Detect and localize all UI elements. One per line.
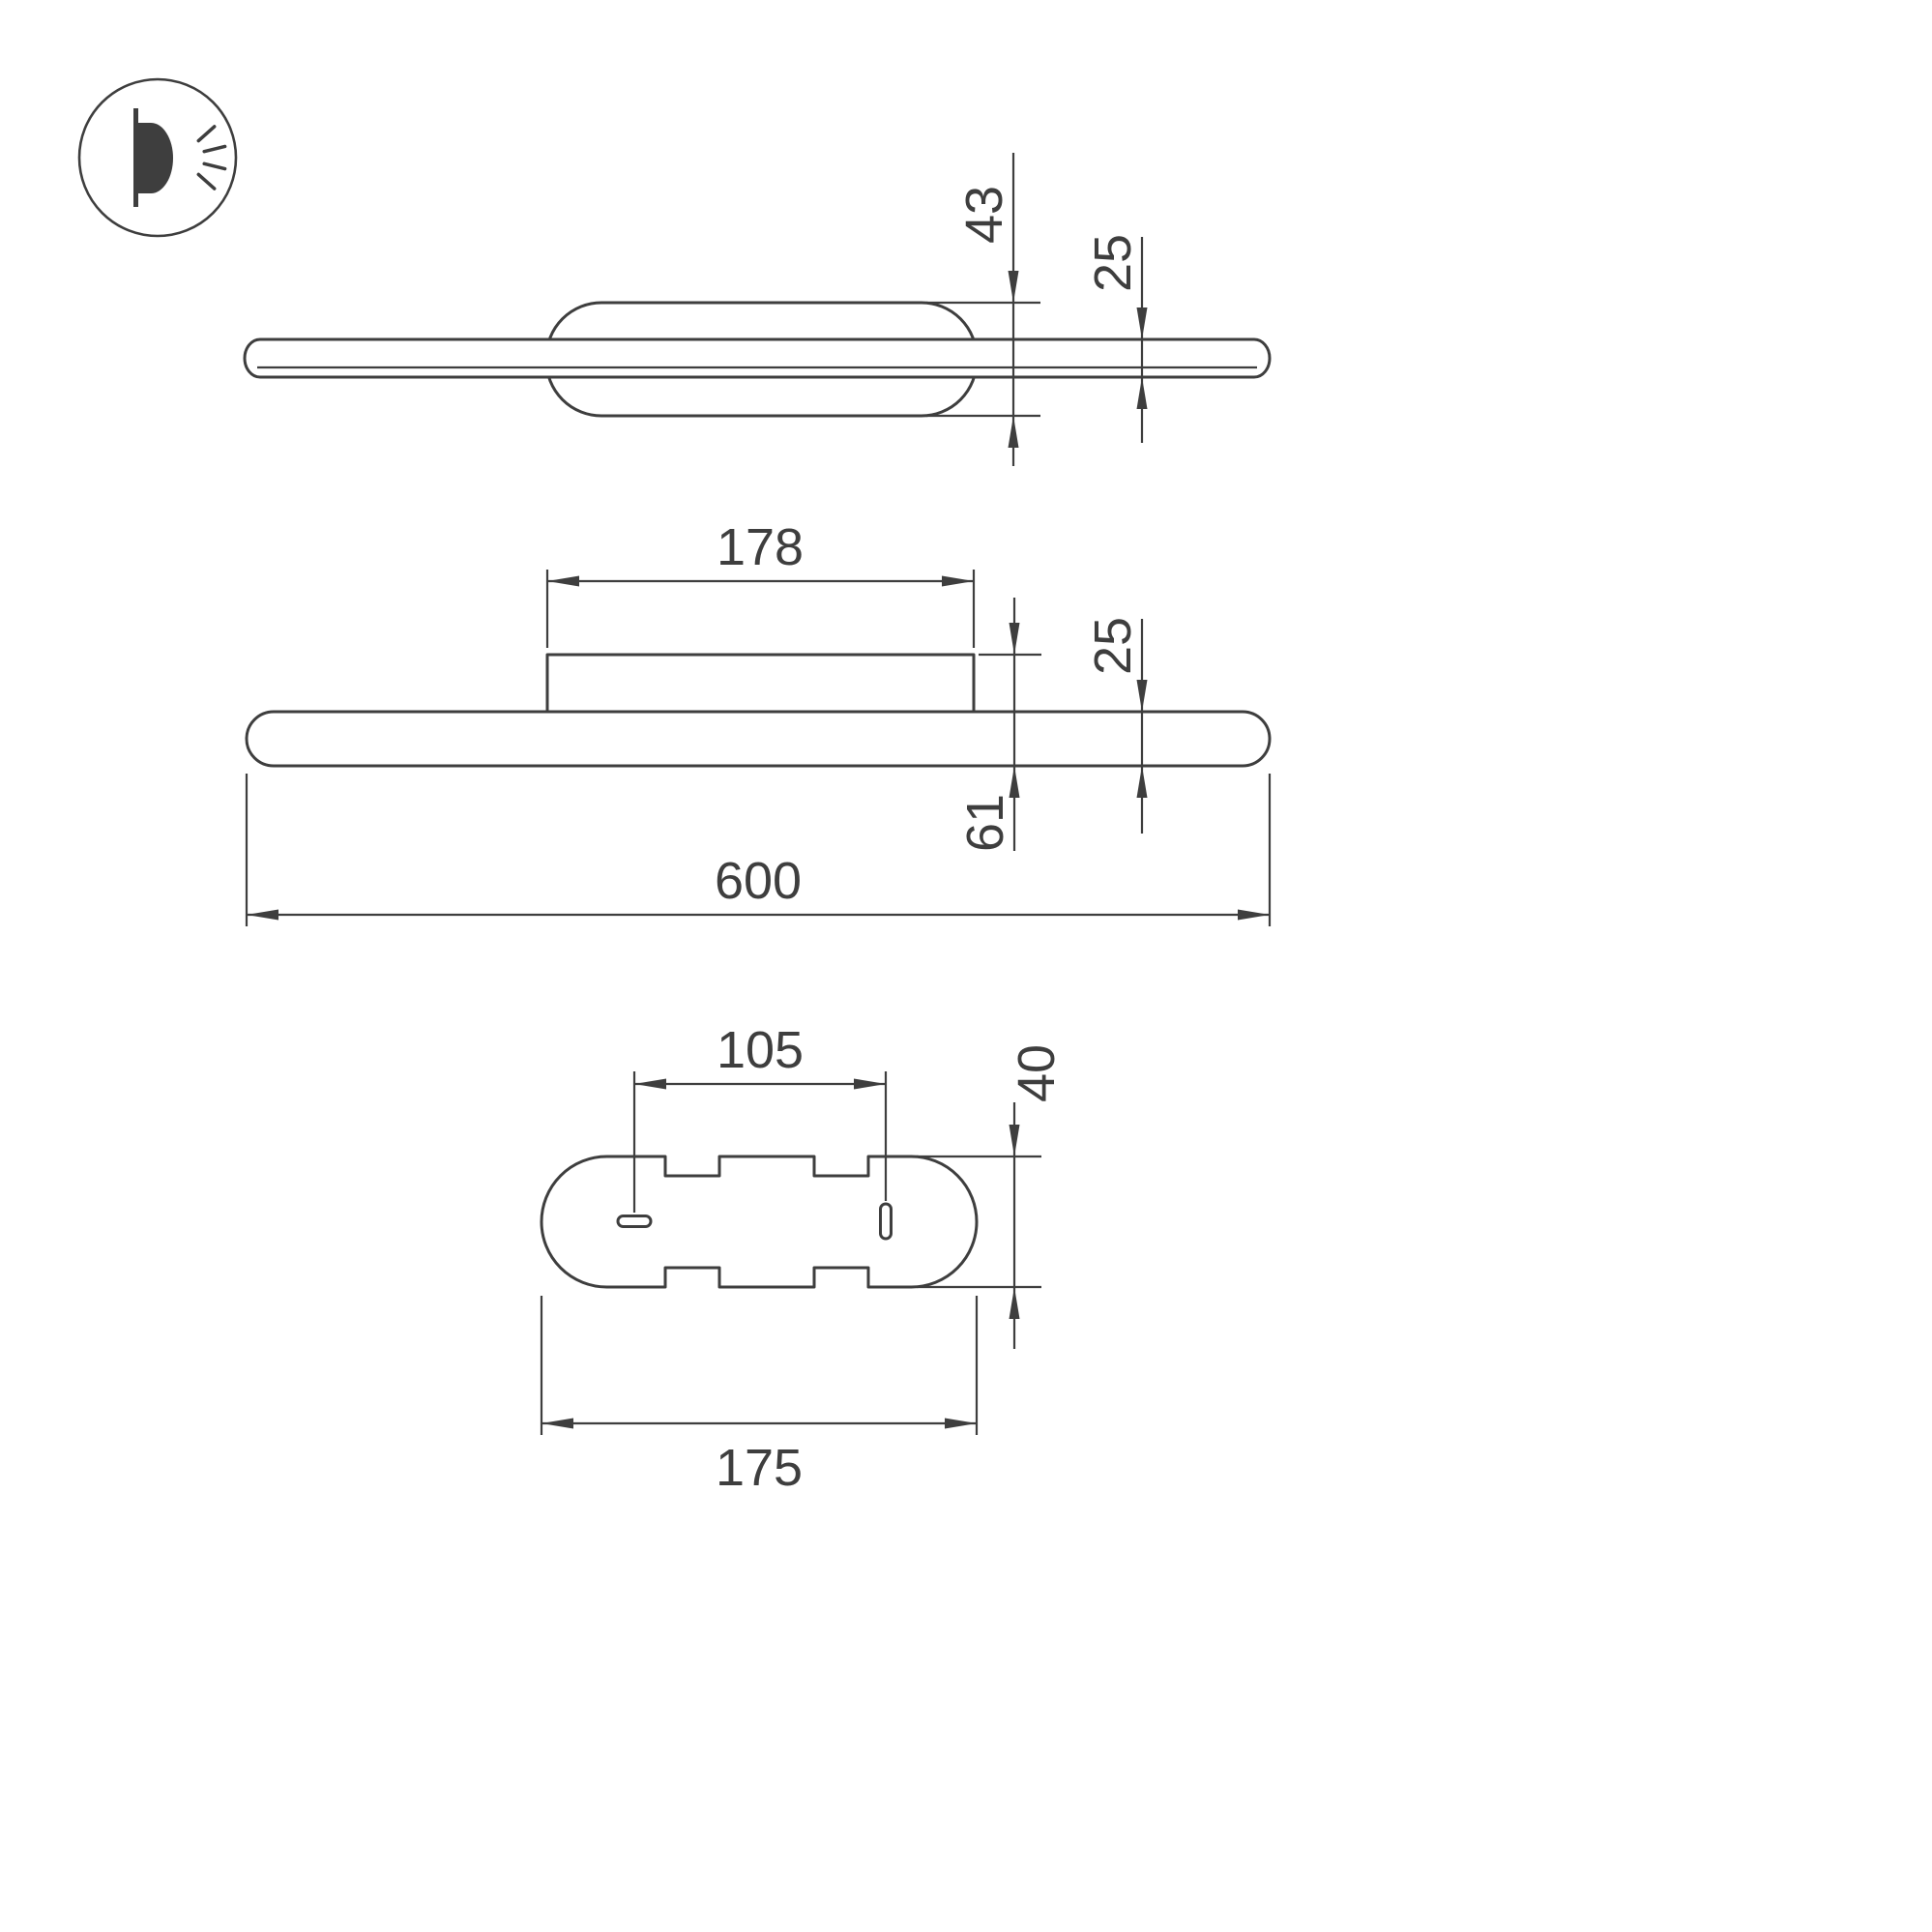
arrow-icon	[1008, 416, 1019, 448]
arrow-icon	[1136, 766, 1148, 798]
arrow-icon	[1009, 1287, 1020, 1319]
arrow-icon	[1136, 680, 1148, 712]
dim-slot-spacing-label: 105	[717, 1021, 804, 1079]
arrow-icon	[1009, 1125, 1020, 1156]
arrow-icon	[942, 575, 974, 587]
dim-side-bar-thickness-label: 25	[1084, 234, 1142, 292]
dim-total-height-label: 61	[956, 794, 1014, 852]
icon-light-rays	[196, 125, 227, 190]
dim-bracket-depth-label: 40	[1008, 1044, 1066, 1102]
arrow-icon	[1009, 623, 1020, 655]
arrow-icon	[1136, 307, 1148, 339]
arrow-icon	[634, 1078, 666, 1090]
dim-bracket-width-label: 175	[716, 1439, 803, 1497]
arrow-icon	[1238, 909, 1270, 921]
arrow-icon	[247, 909, 278, 921]
bracket-screw-slot-right	[879, 1202, 893, 1241]
bracket-top-view	[540, 1155, 979, 1289]
arrow-icon	[854, 1078, 886, 1090]
side-view	[243, 301, 1272, 418]
dim-total-width-label: 600	[715, 852, 802, 910]
bracket-screw-slot-left	[616, 1215, 653, 1228]
arrow-icon	[1009, 766, 1020, 798]
arrow-icon	[542, 1418, 573, 1429]
icon-lamp-body	[138, 123, 173, 193]
lamp-bar-front	[245, 710, 1272, 768]
bracket-outline	[540, 1155, 979, 1289]
lamp-bar-profile	[243, 337, 1272, 379]
dimension-arrowheads	[247, 271, 1270, 1429]
icon-circle	[77, 77, 238, 238]
arrow-icon	[1008, 271, 1019, 303]
dim-side-depth-label: 43	[955, 186, 1013, 244]
wall-light-icon	[77, 77, 238, 238]
arrow-icon	[547, 575, 579, 587]
mount-plate-front	[545, 653, 976, 714]
arrow-icon	[1136, 377, 1148, 409]
dimension-labels: 43 25 178 25 61 600 105 40 175	[715, 186, 1142, 1497]
dim-front-bar-thickness-label: 25	[1084, 617, 1142, 675]
icon-wall-line	[133, 108, 138, 207]
dimension-lines	[245, 153, 1272, 1435]
arrow-icon	[945, 1418, 977, 1429]
dim-plate-width-label: 178	[717, 518, 804, 576]
